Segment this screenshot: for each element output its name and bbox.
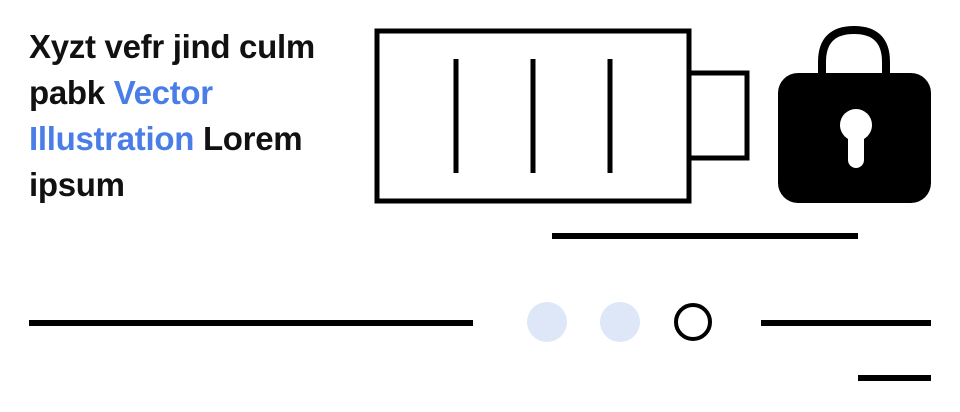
keyhole-icon xyxy=(840,109,872,141)
headline: Xyzt vefr jind culm pabk Vector Illustra… xyxy=(29,24,349,208)
keyhole-slot xyxy=(848,130,864,168)
headline-text-part-2: Lorem ipsum xyxy=(29,120,303,203)
padlock-icon xyxy=(778,25,931,203)
pagination-dots xyxy=(527,302,712,342)
padlock-shackle xyxy=(818,25,890,80)
battery-terminal xyxy=(686,70,750,161)
dot-active xyxy=(674,303,712,341)
headline-accent-text: Vector Illustration xyxy=(29,74,213,157)
battery-icon xyxy=(374,28,750,204)
headline-text-part-1: Xyzt vefr jind culm pabk xyxy=(29,28,315,111)
dot-inactive xyxy=(527,302,567,342)
dot-inactive xyxy=(600,302,640,342)
